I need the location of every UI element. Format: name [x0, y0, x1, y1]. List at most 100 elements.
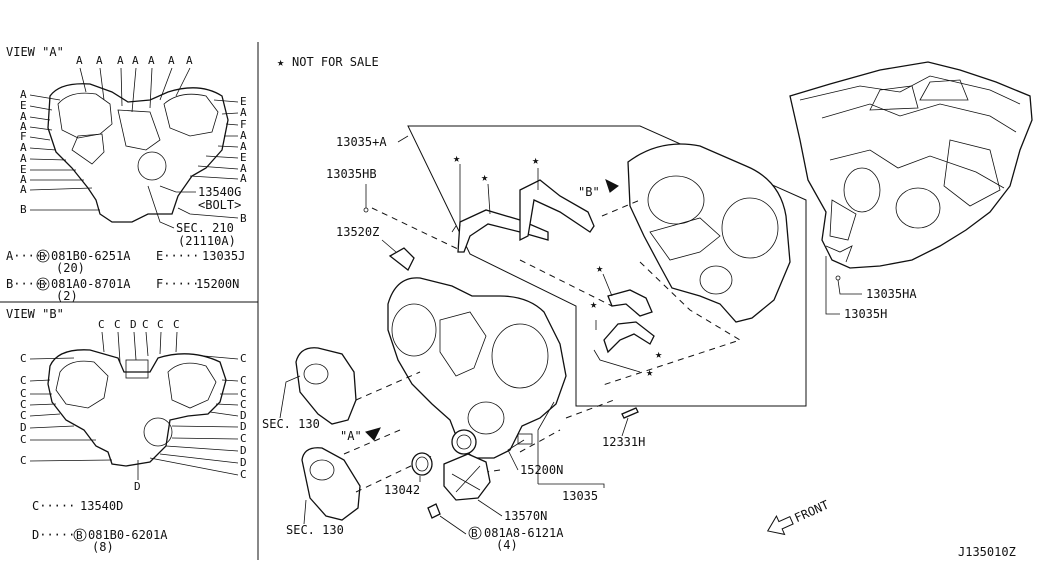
- view-b-crank-hole: [143, 417, 173, 447]
- legend-key-d: D·····: [32, 528, 75, 542]
- view-a-title: VIEW "A": [6, 45, 64, 59]
- view-a-legend: A····· B 081B0-6251A (20) E····· 13035J …: [6, 249, 245, 303]
- legend-key-b: B·····: [6, 277, 49, 291]
- not-for-sale-note: NOT FOR SALE: [292, 55, 379, 69]
- sec130-upper-label: SEC. 130: [262, 417, 320, 431]
- legend-qty-a: (20): [56, 261, 85, 275]
- legend-qty-b: (2): [56, 289, 78, 303]
- view-b-right-letter: C: [240, 352, 247, 365]
- part-13035a-label: 13035+A: [336, 135, 387, 149]
- view-a-arrow-icon: [365, 427, 381, 441]
- part-13042-label: 13042: [384, 483, 420, 497]
- view-b-left-bore: [55, 360, 109, 409]
- view-a-right-bore: [163, 93, 219, 137]
- star-marker: ★: [646, 365, 653, 379]
- bolt-b-icon: [36, 249, 50, 263]
- seal-bracket-lower: [603, 321, 655, 354]
- sec-210-label: SEC. 210: [176, 221, 234, 235]
- bolt-b-letter: B: [76, 529, 83, 542]
- legend-part-d: 081B0-6201A: [88, 528, 168, 542]
- view-a-panel: VIEW "A" A A A A A A A A E A A F A A E: [6, 45, 247, 303]
- view-a-left-letter: A: [20, 141, 27, 154]
- part-13035hb-label: 13035HB: [326, 167, 377, 181]
- front-arrow-icon: [766, 515, 794, 536]
- view-a-left-letter: F: [20, 130, 27, 143]
- part-12331h-label: 12331H: [602, 435, 645, 449]
- view-b-right-letter: C: [240, 387, 247, 400]
- front-cover-crank-bore: [467, 401, 505, 435]
- part-15200n-label: 15200N: [520, 463, 563, 477]
- view-a-right-callouts: E A F A A E A A: [189, 95, 247, 185]
- gasket-13520z: [388, 247, 415, 271]
- view-a-left-letter: A: [20, 110, 27, 123]
- rear-cover-right-bore: [721, 197, 779, 259]
- view-b-bottom-letter: D: [134, 480, 141, 493]
- part-13520z-label: 13520Z: [336, 225, 379, 239]
- view-b-left-letter: C: [20, 374, 27, 387]
- view-a-top-callouts: A A A A A A A: [76, 54, 193, 113]
- view-a-lower-left-port: [71, 133, 105, 165]
- view-b-left-letter: C: [20, 454, 27, 467]
- view-b-left-letter: D: [20, 421, 27, 434]
- bolt-b-icon: [73, 528, 87, 542]
- star-marker: ★: [481, 170, 488, 184]
- rear-cover-web: [649, 217, 721, 261]
- view-a-left-letter: A: [20, 183, 27, 196]
- star-marker: ★: [655, 347, 662, 361]
- view-a-left-bore: [57, 92, 113, 139]
- star-marker: ★: [596, 261, 603, 275]
- engine-block-illustration: [789, 61, 1033, 269]
- view-a-top-letter: A: [96, 54, 103, 67]
- view-b-legend: C····· 13540D D····· B 081B0-6201A (8): [32, 499, 168, 554]
- bolt-b-letter: B: [471, 527, 478, 540]
- bracket-bolt: [451, 225, 457, 233]
- view-a-left-callouts: A E A A F A A E A A B: [20, 88, 100, 216]
- view-b-right-letter: D: [240, 409, 247, 422]
- cover-plate-13570n: [443, 453, 491, 501]
- front-timing-cover: [387, 277, 567, 459]
- view-b-top-letter: C: [114, 318, 121, 331]
- view-b-left-callouts: C C C C C D C C: [20, 352, 113, 467]
- main-exploded-view: ★ NOT FOR SALE 13035+A ★ ★ ★ ★ ★ ★ ★ "B": [262, 55, 1033, 559]
- view-b-top-letter: C: [98, 318, 105, 331]
- assembly-frame: [407, 125, 807, 407]
- view-a-center-web: [117, 109, 161, 151]
- sec130-lower-assembly: [301, 447, 361, 521]
- view-b-right-letter: C: [240, 374, 247, 387]
- view-a-right-letter: F: [240, 118, 247, 131]
- view-a-left-letter: A: [20, 152, 27, 165]
- bolt-b-letter: B: [39, 250, 46, 263]
- view-a-top-letter: A: [186, 54, 193, 67]
- rear-timing-cover: [627, 143, 791, 323]
- bolt-13540g-label: 13540G: [198, 185, 241, 199]
- dowel-12331h: [621, 407, 639, 419]
- view-b-top-callouts: C C D C C C: [98, 318, 180, 363]
- view-b-top-letter: C: [157, 318, 164, 331]
- view-a-top-letter: A: [148, 54, 155, 67]
- view-a-right-letter: A: [240, 172, 247, 185]
- part-13035-label: 13035: [562, 489, 598, 503]
- gasket-bracket-upper: [457, 209, 549, 253]
- view-a-top-letter: A: [117, 54, 124, 67]
- sec-210-sub: (21110A): [178, 234, 236, 248]
- part-13570n-label: 13570N: [504, 509, 547, 523]
- view-b-arrow-icon: [605, 179, 619, 193]
- legend-key-f: F·····: [156, 277, 199, 291]
- bolt-b-icon: [468, 526, 482, 540]
- view-b-center-window: [125, 359, 149, 379]
- oil-seal-13042: [411, 452, 433, 476]
- view-a-left-letter: A: [20, 88, 27, 101]
- front-cover-left-bore: [391, 303, 437, 357]
- view-a-crank-hole: [137, 151, 167, 181]
- view-b-top-letter: D: [130, 318, 137, 331]
- bolt-081a8-qty: (4): [496, 538, 518, 552]
- view-b-left-letter: C: [20, 398, 27, 411]
- sec130-upper-assembly: [295, 347, 357, 425]
- view-b-left-letter: C: [20, 409, 27, 422]
- front-direction-indicator: FRONT: [766, 498, 831, 536]
- view-b-left-letter: C: [20, 433, 27, 446]
- star-marker: ★: [590, 297, 597, 311]
- legend-key-e: E·····: [156, 249, 199, 263]
